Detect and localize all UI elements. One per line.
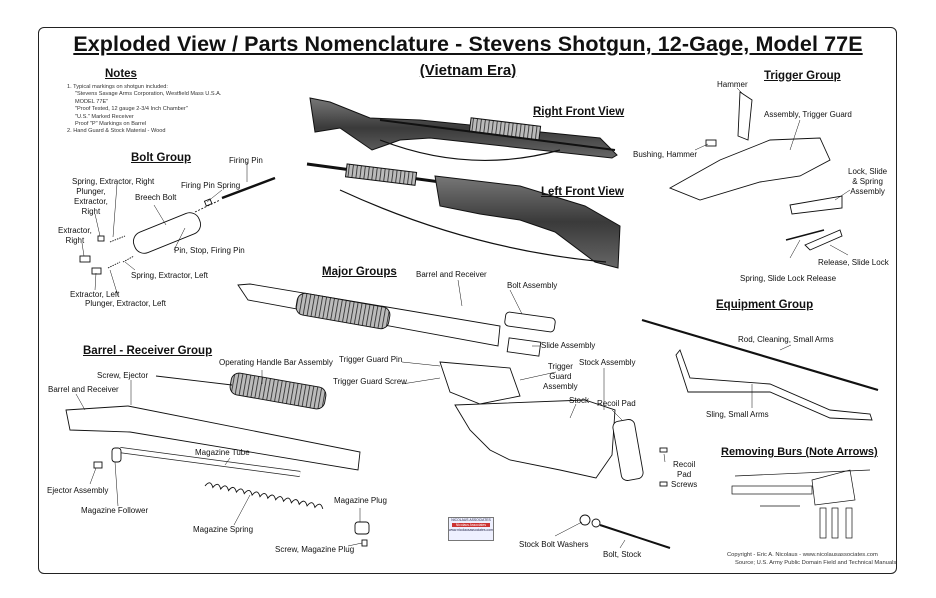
label-plunger-extractor-left: Plunger, Extractor, Left [85, 299, 166, 308]
label-lock-slide-spring-assembly: Lock, Slide & Spring Assembly [848, 167, 888, 196]
label-assembly-trigger-guard: Assembly, Trigger Guard [764, 110, 852, 119]
label-stock-assembly: Stock Assembly [579, 358, 636, 367]
barrel-receiver-group-parts [65, 372, 370, 547]
publisher-stamp: NICOLAUS ASSOCIATES Nicolaus Associates … [448, 517, 494, 541]
label-release-slide-lock: Release, Slide Lock [818, 258, 889, 267]
poster-frame [38, 27, 897, 574]
label-bolt-assembly: Bolt Assembly [507, 281, 558, 290]
label-magazine-tube: Magazine Tube [195, 448, 250, 457]
leader-lines [75, 87, 851, 549]
equipment-group-heading: Equipment Group [716, 299, 814, 311]
trigger-group-heading: Trigger Group [764, 70, 841, 82]
note-item-1: 1. Typical markings on shotgun included: [67, 84, 168, 90]
bolt-group-parts [79, 176, 276, 275]
stamp-line-3: www.nicolausassociates.com [449, 528, 493, 533]
stamp-line-1: NICOLAUS ASSOCIATES [451, 518, 491, 522]
notes-block: 1. Typical markings on shotgun included:… [67, 84, 237, 136]
label-trigger-guard-assembly: Trigger Guard Assembly [543, 362, 578, 391]
label-plunger-extractor-right: Plunger, Extractor, Right [74, 187, 108, 216]
label-sling: Sling, Small Arms [706, 410, 769, 419]
note-sub-4: Proof "P" Markings on Barrel [75, 121, 147, 128]
label-pin-stop-firing-pin: Pin, Stop, Firing Pin [174, 246, 245, 255]
label-bushing-hammer: Bushing, Hammer [633, 150, 698, 159]
poster-title: Exploded View / Parts Nomenclature - Ste… [73, 32, 863, 56]
right-front-view-heading: Right Front View [533, 106, 625, 118]
label-extractor-right: Extractor, Right [58, 226, 92, 245]
bolt-group-heading: Bolt Group [131, 152, 192, 164]
equipment-group-parts [641, 318, 879, 421]
label-barrel-and-receiver: Barrel and Receiver [48, 385, 119, 394]
copyright-text: Copyright - Eric A. Nicolaus - www.nicol… [727, 552, 878, 558]
label-stock: Stock [569, 396, 590, 405]
stamp-line-2: Nicolaus Associates [452, 523, 490, 528]
note-sub-1: "Stevens Savage Arms Corporation, Westfi… [75, 91, 222, 105]
label-recoil-pad-screws: Recoil Pad Screws [671, 460, 698, 489]
label-spring-extractor-left: Spring, Extractor, Left [131, 271, 208, 280]
label-magazine-spring: Magazine Spring [193, 525, 254, 534]
note-item-2: 2. Hand Guard & Stock Material - Wood [67, 128, 166, 135]
label-bolt-stock: Bolt, Stock [603, 550, 642, 559]
label-trigger-guard-pin: Trigger Guard Pin [339, 355, 403, 364]
source-text: Source; U.S. Army Public Domain Field an… [735, 560, 897, 566]
label-magazine-follower: Magazine Follower [81, 506, 149, 515]
barrel-receiver-group-heading: Barrel - Receiver Group [83, 345, 213, 357]
major-groups-parts [237, 283, 671, 549]
label-magazine-plug: Magazine Plug [334, 496, 387, 505]
label-screw-magazine-plug: Screw, Magazine Plug [275, 545, 355, 554]
label-hammer: Hammer [717, 80, 748, 89]
label-extractor-left: Extractor, Left [70, 290, 120, 299]
removing-burs-diagram [731, 469, 871, 539]
left-front-view-heading: Left Front View [541, 186, 624, 198]
label-screw-ejector: Screw, Ejector [97, 371, 149, 380]
notes-heading: Notes [105, 68, 137, 80]
label-rod-cleaning: Rod, Cleaning, Small Arms [738, 335, 834, 344]
label-recoil-pad: Recoil Pad [597, 399, 636, 408]
label-firing-pin: Firing Pin [229, 156, 263, 165]
label-major-barrel-and-receiver: Barrel and Receiver [416, 270, 487, 279]
removing-burs-heading: Removing Burs (Note Arrows) [721, 446, 878, 458]
label-stock-bolt-washers: Stock Bolt Washers [519, 540, 589, 549]
trigger-group-parts [668, 91, 843, 251]
label-trigger-guard-screw: Trigger Guard Screw [333, 377, 407, 386]
right-front-view-image [309, 97, 618, 162]
major-groups-heading: Major Groups [322, 266, 397, 278]
label-operating-handle-bar-assembly: Operating Handle Bar Assembly [219, 358, 333, 367]
poster-subtitle: (Vietnam Era) [419, 62, 517, 79]
label-ejector-assembly: Ejector Assembly [47, 486, 109, 495]
left-front-view-image [306, 162, 621, 269]
label-breech-bolt: Breech Bolt [135, 193, 177, 202]
label-spring-slide-lock-release: Spring, Slide Lock Release [740, 274, 837, 283]
label-firing-pin-spring: Firing Pin Spring [181, 181, 241, 190]
note-sub-2: "Proof Tested, 12 gauge 2-3/4 Inch Chamb… [75, 106, 188, 113]
label-slide-assembly: Slide Assembly [541, 341, 596, 350]
note-sub-3: "U.S." Marked Receiver [75, 113, 134, 120]
label-spring-extractor-right: Spring, Extractor, Right [72, 177, 155, 186]
